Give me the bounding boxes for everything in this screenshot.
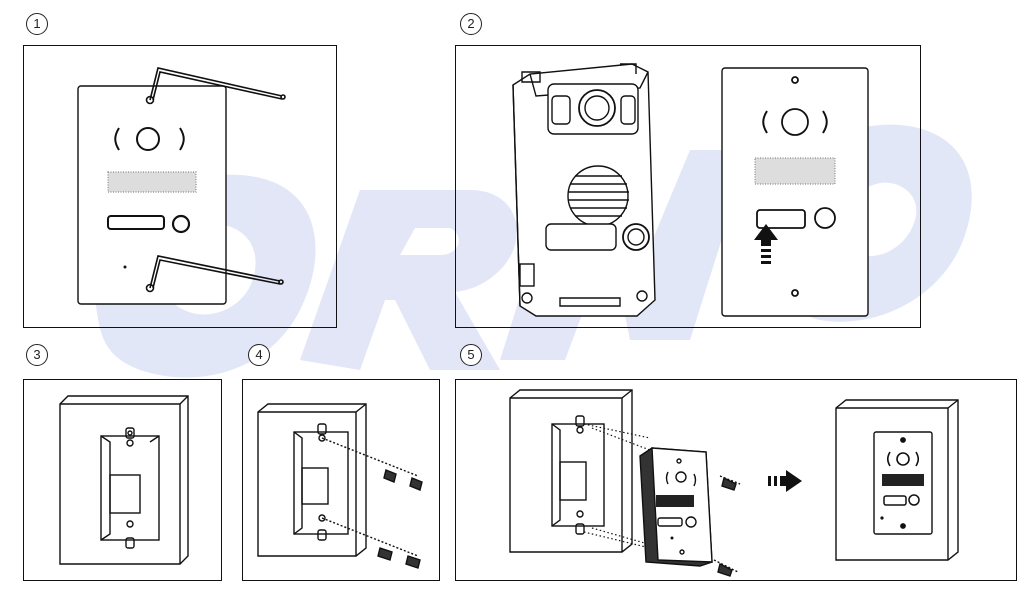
step5-wall-box xyxy=(509,389,633,553)
step3-wall-box xyxy=(59,395,189,565)
step5-right-arrow xyxy=(768,470,802,492)
step1-faceplate xyxy=(77,85,227,305)
step4-screws xyxy=(321,437,423,569)
step2-up-arrow xyxy=(754,224,778,264)
panel-step-5 xyxy=(455,379,1017,581)
step-number-2: 2 xyxy=(460,13,482,35)
panel-step-3 xyxy=(23,379,222,581)
step-number-1: 1 xyxy=(26,13,48,35)
step5-faceplate-tilted xyxy=(639,447,713,567)
step1-hex-key xyxy=(149,67,286,289)
step4-wall-box xyxy=(257,403,367,557)
step2-faceplate xyxy=(721,67,869,317)
step2-intercom-module xyxy=(512,63,656,317)
panel-step-2 xyxy=(455,45,921,328)
panel-step-4 xyxy=(242,379,440,581)
step5-screws xyxy=(713,475,741,577)
panel-step-1 xyxy=(23,45,337,328)
step-number-5: 5 xyxy=(460,344,482,366)
step-number-4: 4 xyxy=(248,344,270,366)
step-number-3: 3 xyxy=(26,344,48,366)
step5-installed-unit xyxy=(835,399,959,561)
